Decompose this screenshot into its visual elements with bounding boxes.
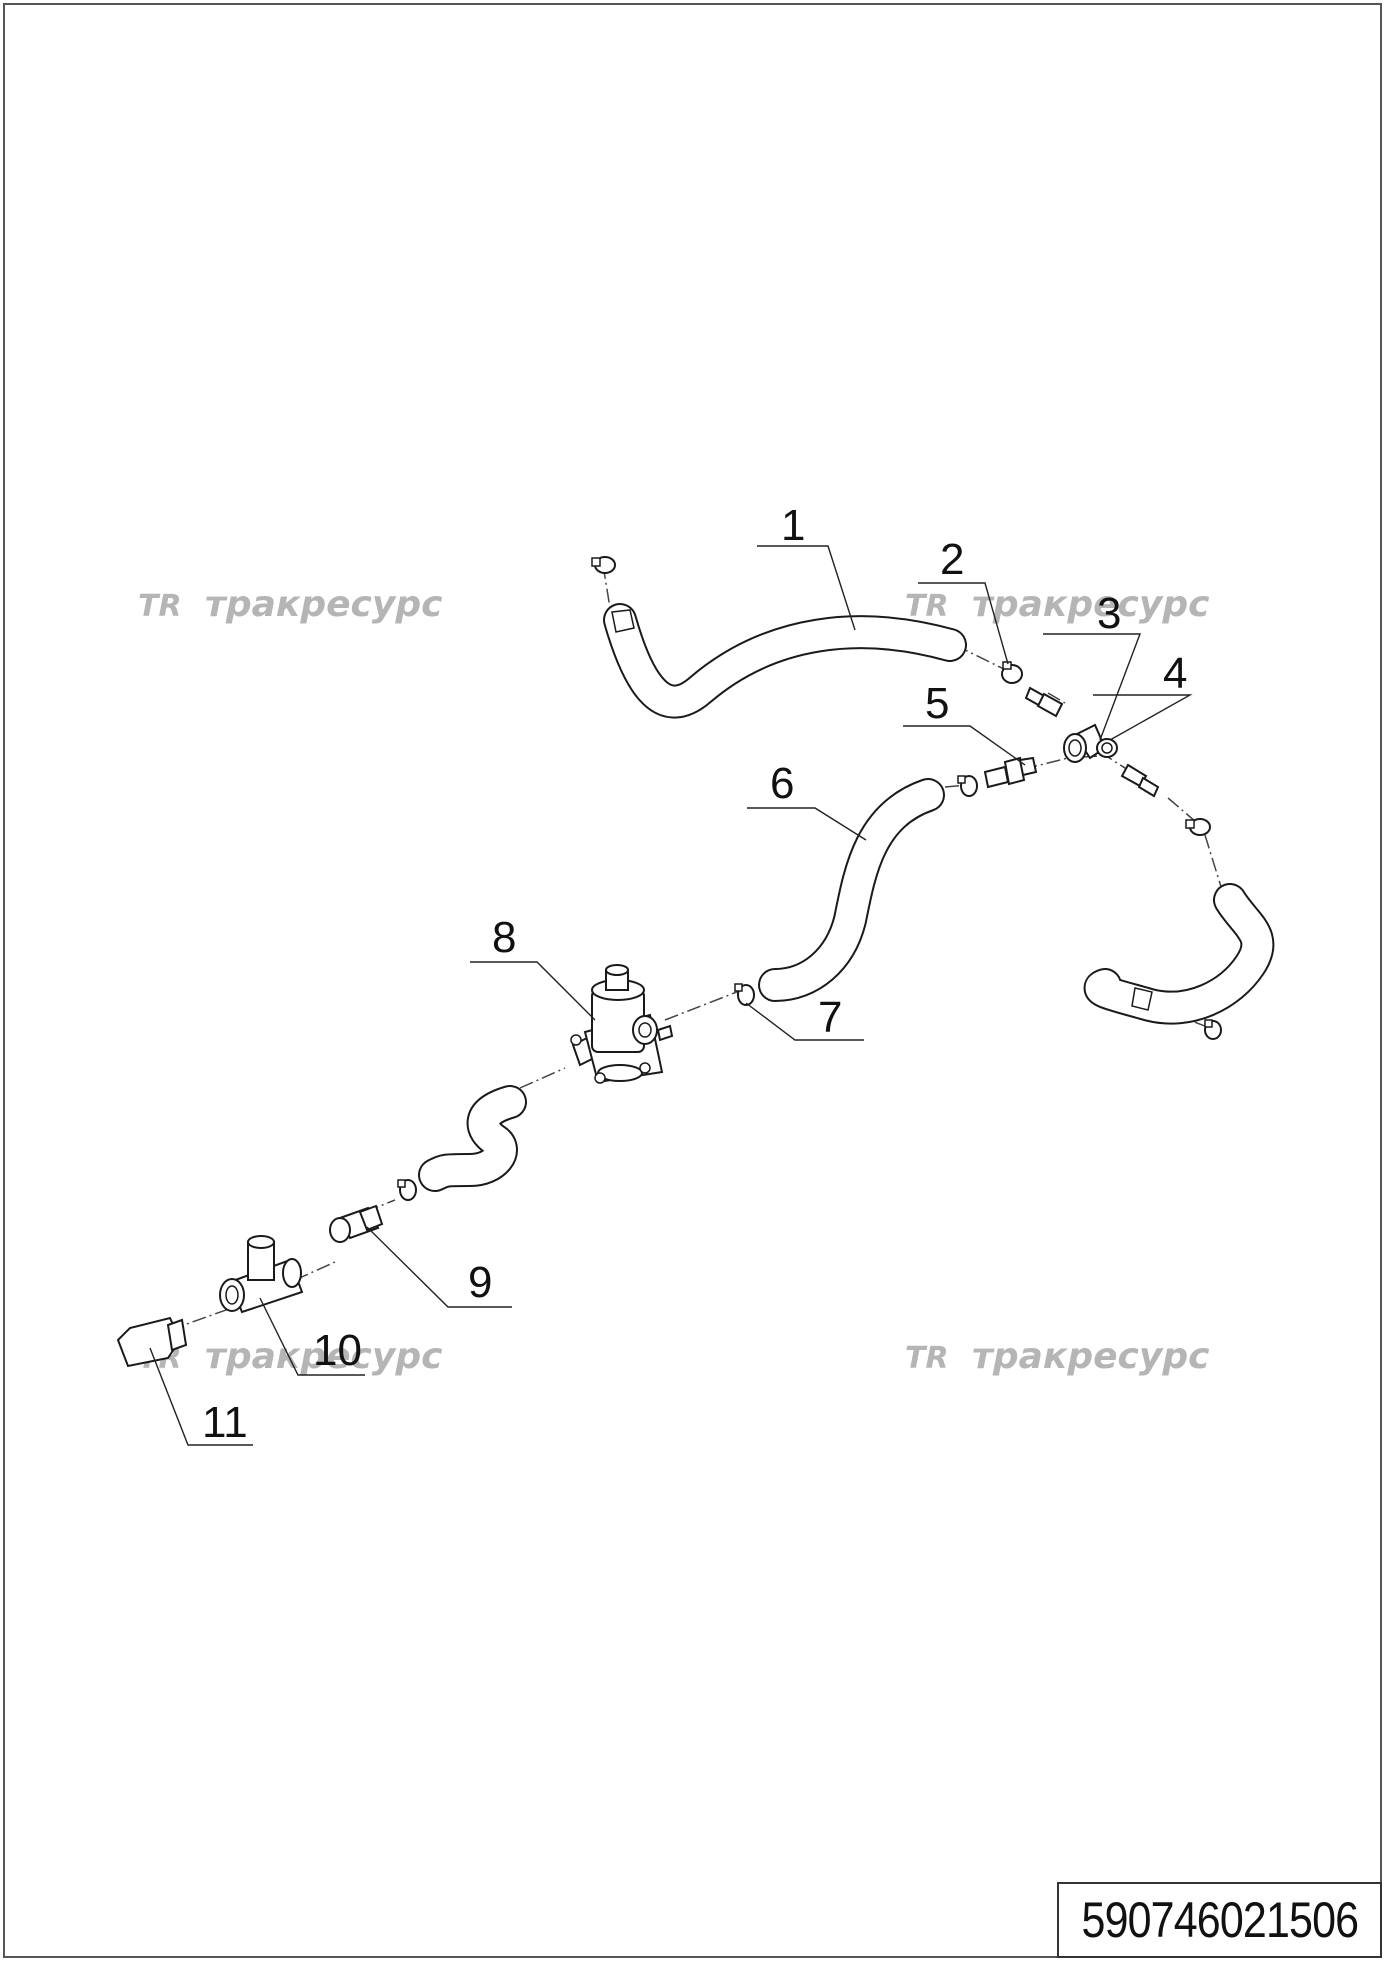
- part-11-label: 11: [202, 1398, 248, 1447]
- part-9-fitting[interactable]: [329, 1204, 384, 1243]
- part-2-label: 2: [940, 535, 964, 584]
- clamp-bottom-right[interactable]: [1204, 1019, 1222, 1040]
- part-11-hex-plug[interactable]: [116, 1316, 188, 1368]
- part-8-label: 8: [492, 913, 516, 962]
- part-1-label: 1: [781, 501, 805, 550]
- part-1-hose[interactable]: [603, 603, 967, 719]
- watermark-bottom-left: TR тракресурс: [138, 1336, 442, 1377]
- watermark-top-left: TR тракресурс: [138, 584, 442, 625]
- clamp-mid[interactable]: [957, 775, 978, 797]
- watermark-text: тракресурс: [205, 1336, 442, 1377]
- watermark-text: тракресурс: [205, 584, 442, 625]
- part-7-label: 7: [818, 993, 842, 1042]
- clamp-top[interactable]: [591, 556, 616, 574]
- part-3-label: 3: [1097, 589, 1121, 638]
- part-6-label: 6: [770, 759, 794, 808]
- watermark-text: тракресурс: [972, 584, 1209, 625]
- watermark-logo: TR: [905, 589, 949, 624]
- document-number: 590746021506: [1081, 1892, 1359, 1948]
- watermark-text: тракресурс: [972, 1336, 1209, 1377]
- part-6-hose[interactable]: [758, 778, 945, 1002]
- part-9-label: 9: [468, 1258, 492, 1307]
- clamp-lower[interactable]: [397, 1179, 417, 1201]
- drawing-frame: [3, 3, 1382, 1958]
- part-2-clamp[interactable]: [1001, 661, 1023, 684]
- part-3-fitting[interactable]: [1024, 686, 1064, 718]
- part-labels: 1 2 3 4 5 6 7 8 9 10 11: [202, 501, 1187, 1447]
- part-4-label: 4: [1163, 649, 1187, 698]
- leader-lines: [149, 545, 1193, 1446]
- hose-right[interactable]: [1083, 883, 1275, 1025]
- fitting-right[interactable]: [1120, 763, 1160, 798]
- watermark-top-right: TR тракресурс: [905, 584, 1209, 625]
- part-7-clamp[interactable]: [734, 983, 755, 1006]
- part-5-fitting[interactable]: [983, 756, 1038, 789]
- document-number-box: 590746021506: [1057, 1882, 1382, 1958]
- watermark-bottom-right: TR тракресурс: [905, 1336, 1209, 1377]
- part-5-label: 5: [925, 679, 949, 728]
- watermark-logo: TR: [905, 1341, 949, 1376]
- part-8-pump[interactable]: [570, 964, 674, 1084]
- part-10-label: 10: [313, 1326, 362, 1375]
- watermark-logo: TR: [138, 589, 182, 624]
- clamp-right[interactable]: [1185, 818, 1211, 836]
- hose-lower[interactable]: [418, 1085, 527, 1192]
- part-4-tee[interactable]: [1063, 723, 1118, 763]
- part-10-tee[interactable]: [219, 1235, 304, 1314]
